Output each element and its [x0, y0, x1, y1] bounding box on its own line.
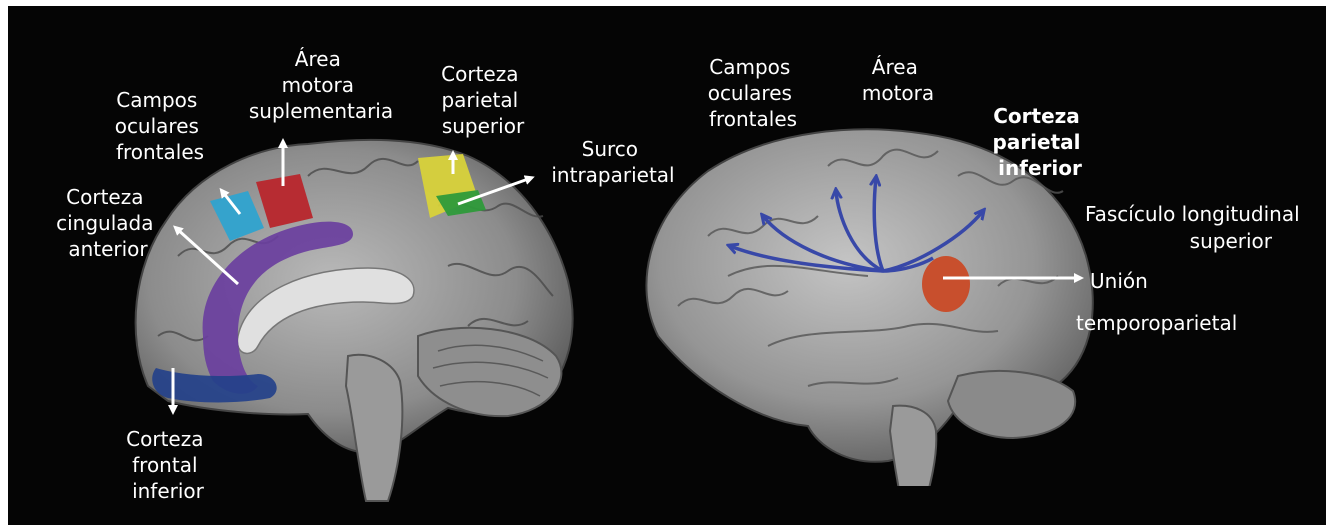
label-inferior-frontal-cortex: Corteza frontal inferior: [126, 427, 210, 503]
label-anterior-cingulate-cortex: Corteza cingulada anterior: [56, 185, 160, 261]
label-frontal-eye-fields-left: Campos oculares frontales: [115, 88, 206, 164]
label-supplementary-motor-area: Área motora suplementaria: [249, 47, 393, 123]
medial-brain: Campos oculares frontales Área motora su…: [56, 47, 674, 503]
brain-figure: Campos oculares frontales Área motora su…: [8, 6, 1326, 525]
label-frontal-eye-fields-right: Campos oculares frontales: [708, 55, 799, 131]
label-motor-area: Área motora: [862, 55, 934, 105]
lateral-brain: Campos oculares frontales Área motora Co…: [646, 55, 1306, 516]
cerebellum-right: [948, 371, 1075, 438]
figure-frame: Campos oculares frontales Área motora su…: [8, 6, 1326, 525]
label-superior-parietal-cortex: Corteza parietal superior: [441, 62, 525, 138]
label-intraparietal-sulcus: Surco intraparietal: [551, 137, 674, 187]
label-superior-longitudinal-fasciculus: Fascículo longitudinal superior: [1085, 202, 1306, 253]
bottom-mask: [648, 486, 1068, 516]
label-temporoparietal-junction: Unión temporoparietal: [1076, 269, 1237, 335]
label-inferior-parietal-cortex: Corteza parietal inferior: [993, 104, 1088, 180]
temporoparietal-region: [922, 256, 970, 312]
brainstem: [346, 355, 402, 501]
